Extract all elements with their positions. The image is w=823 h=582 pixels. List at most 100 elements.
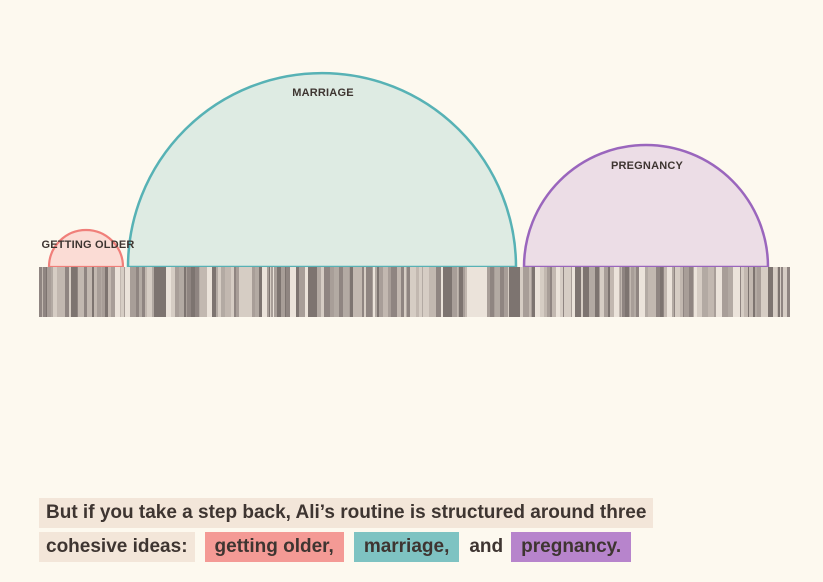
timeline-stripe	[547, 267, 550, 317]
timeline-stripe	[672, 267, 674, 317]
timeline-stripe	[467, 267, 473, 317]
timeline-stripe	[517, 267, 520, 317]
timeline-stripe	[480, 267, 481, 317]
timeline-stripe	[407, 267, 410, 317]
timeline-stripe	[244, 267, 245, 317]
timeline-stripe	[397, 267, 398, 317]
timeline-stripe	[610, 267, 614, 317]
pregnancy-arc	[522, 143, 770, 269]
timeline-stripe	[422, 267, 423, 317]
timeline-stripe	[504, 267, 508, 317]
timeline-stripe	[690, 267, 693, 317]
timeline-stripe	[216, 267, 218, 317]
timeline-stripe	[57, 267, 60, 317]
timeline-stripe	[740, 267, 741, 317]
caption-line-2: cohesive ideas: getting older, marriage,…	[39, 532, 739, 562]
timeline-stripe	[324, 267, 330, 317]
timeline-stripe	[271, 267, 273, 317]
timeline-stripe	[651, 267, 656, 317]
timeline-stripe	[416, 267, 419, 317]
timeline-stripe	[269, 267, 270, 317]
timeline-stripe	[270, 267, 271, 317]
timeline-stripe	[429, 267, 433, 317]
timeline-stripe	[290, 267, 296, 317]
caption: But if you take a step back, Ali’s routi…	[39, 498, 739, 566]
timeline-stripe	[449, 267, 452, 317]
timeline-stripe	[401, 267, 404, 317]
timeline-stripe	[575, 267, 581, 317]
timeline-stripe	[308, 267, 313, 317]
timeline-stripe	[212, 267, 216, 317]
timeline-stripe	[761, 267, 767, 317]
timeline-stripe	[675, 267, 680, 317]
caption-and: and	[469, 536, 504, 557]
timeline-stripe	[125, 267, 130, 317]
timeline-stripe	[631, 267, 632, 317]
timeline-stripe	[349, 267, 350, 317]
timeline-stripe	[757, 267, 761, 317]
timeline-stripe	[186, 267, 187, 317]
timeline-stripe	[595, 267, 599, 317]
timeline-stripe	[458, 267, 459, 317]
pregnancy-highlight: pregnancy.	[511, 532, 632, 562]
timeline-stripe	[285, 267, 286, 317]
timeline-stripe	[457, 267, 458, 317]
timeline-stripe	[619, 267, 620, 317]
timeline-stripe	[255, 267, 256, 317]
timeline-stripe	[667, 267, 672, 317]
timeline-stripe	[490, 267, 494, 317]
timeline-stripe	[330, 267, 334, 317]
timeline-stripe	[508, 267, 509, 317]
timeline-stripe	[778, 267, 780, 317]
timeline-stripe	[733, 267, 737, 317]
timeline-stripe	[749, 267, 753, 317]
timeline-stripe	[231, 267, 234, 317]
timeline-stripe	[674, 267, 675, 317]
timeline-stripe	[218, 267, 220, 317]
timeline-stripe	[152, 267, 154, 317]
timeline-stripe	[722, 267, 728, 317]
timeline-stripe	[660, 267, 663, 317]
timeline-stripe	[179, 267, 184, 317]
timeline-stripe	[621, 267, 622, 317]
timeline-stripe	[388, 267, 391, 317]
timeline-stripe	[560, 267, 563, 317]
timeline-stripe	[281, 267, 285, 317]
timeline-stripe	[191, 267, 192, 317]
timeline-stripe	[321, 267, 324, 317]
timeline-stripe	[160, 267, 166, 317]
timeline-stripe	[404, 267, 406, 317]
timeline-stripe	[372, 267, 373, 317]
timeline-stripe	[714, 267, 716, 317]
timeline-stripe	[147, 267, 152, 317]
timeline-stripe	[540, 267, 544, 317]
routine-timeline-strip	[39, 267, 790, 317]
timeline-stripe	[51, 267, 53, 317]
timeline-stripe	[741, 267, 744, 317]
timeline-stripe	[225, 267, 231, 317]
timeline-stripe	[500, 267, 504, 317]
timeline-stripe	[572, 267, 575, 317]
timeline-stripe	[608, 267, 610, 317]
timeline-stripe	[87, 267, 92, 317]
timeline-stripe	[42, 267, 43, 317]
timeline-stripe	[620, 267, 621, 317]
timeline-stripe	[142, 267, 145, 317]
timeline-stripe	[571, 267, 572, 317]
timeline-stripe	[364, 267, 366, 317]
timeline-stripe	[237, 267, 239, 317]
timeline-stripe	[207, 267, 212, 317]
timeline-stripe	[556, 267, 560, 317]
pregnancy-label: PREGNANCY	[611, 160, 684, 172]
theme-arc-diagram: GETTING OLDER MARRIAGE PREGNANCY	[39, 71, 790, 317]
timeline-stripe	[629, 267, 630, 317]
timeline-stripe	[166, 267, 171, 317]
timeline-stripe	[377, 267, 379, 317]
timeline-stripe	[648, 267, 651, 317]
timeline-stripe	[509, 267, 512, 317]
timeline-stripe	[535, 267, 540, 317]
timeline-stripe	[419, 267, 422, 317]
timeline-stripe	[139, 267, 142, 317]
timeline-stripe	[622, 267, 625, 317]
timeline-stripe	[259, 267, 262, 317]
